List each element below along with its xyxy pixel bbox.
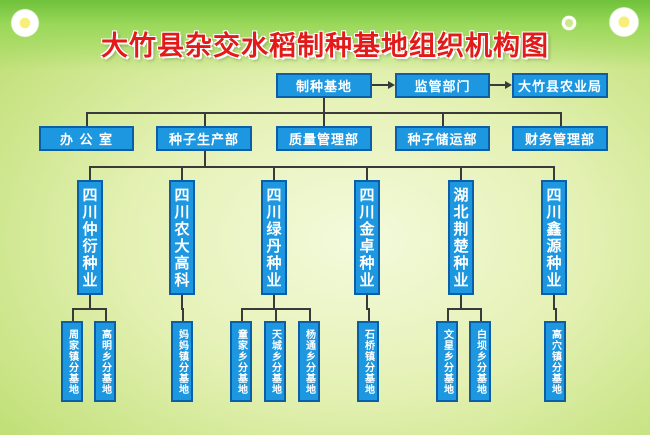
connector-dept-drop-0 bbox=[86, 112, 88, 126]
connector-company-2-down bbox=[273, 295, 275, 308]
chart-title: 大竹县杂交水稻制种基地组织机构图 bbox=[0, 24, 650, 63]
connector-company-drop-1 bbox=[181, 166, 183, 180]
base-tongjia: 童家乡分基地 bbox=[230, 321, 252, 402]
base-gaoming: 高明乡分基地 bbox=[94, 321, 116, 402]
base-yangtong: 杨通乡分基地 bbox=[298, 321, 320, 402]
connector-base-drop-2-0 bbox=[241, 308, 243, 321]
connector-company-drop-5 bbox=[553, 166, 555, 180]
connector-company-drop-4 bbox=[460, 166, 462, 180]
base-gaoxue: 高穴镇分基地 bbox=[544, 321, 566, 402]
connector-base-bus-0 bbox=[72, 308, 107, 310]
connector-company-bus bbox=[89, 166, 555, 168]
company-zhongyan: 四川仲衍种业 bbox=[77, 180, 103, 295]
dept-finance: 财务管理部 bbox=[512, 126, 608, 151]
connector-base-drop-0-1 bbox=[105, 308, 107, 321]
company-jingchu: 湖北荆楚种业 bbox=[448, 180, 474, 295]
connector-company-0-down bbox=[89, 295, 91, 308]
connector-base-drop-4-0 bbox=[447, 308, 449, 321]
company-nongda-gaoke: 四川农大高科 bbox=[169, 180, 195, 295]
connector-base-bus-4 bbox=[447, 308, 482, 310]
connector-base-drop-2-1 bbox=[275, 308, 277, 321]
base-mama: 妈妈镇分基地 bbox=[171, 321, 193, 402]
company-jinzhuo: 四川金卓种业 bbox=[354, 180, 380, 295]
top-box-supervision: 监管部门 bbox=[395, 73, 490, 98]
connector-supervision-bureau bbox=[490, 84, 506, 86]
connector-base-down bbox=[323, 98, 325, 113]
connector-base-drop-0-0 bbox=[72, 308, 74, 321]
connector-company-4-down bbox=[460, 295, 462, 308]
connector-company-drop-3 bbox=[366, 166, 368, 180]
connector-company-3-down bbox=[366, 295, 368, 308]
top-box-agriculture-bureau: 大竹县农业局 bbox=[512, 73, 608, 98]
connector-production-down bbox=[204, 151, 206, 167]
connector-base-drop-1-0 bbox=[182, 308, 184, 321]
arrow-to-bureau bbox=[505, 81, 512, 89]
top-box-base: 制种基地 bbox=[276, 73, 372, 98]
base-shiqiao: 石桥镇分基地 bbox=[357, 321, 379, 402]
connector-dept-drop-4 bbox=[560, 112, 562, 126]
connector-company-drop-0 bbox=[89, 166, 91, 180]
connector-company-5-down bbox=[553, 295, 555, 308]
dept-seed-production: 种子生产部 bbox=[156, 126, 252, 151]
dept-quality-management: 质量管理部 bbox=[276, 126, 372, 151]
company-xinyuan: 四川鑫源种业 bbox=[541, 180, 567, 295]
dept-storage-transport: 种子储运部 bbox=[395, 126, 490, 151]
connector-base-drop-4-1 bbox=[480, 308, 482, 321]
base-baiba: 白坝乡分基地 bbox=[469, 321, 491, 402]
connector-base-supervision bbox=[372, 84, 389, 86]
connector-base-drop-3-0 bbox=[368, 308, 370, 321]
connector-dept-drop-3 bbox=[442, 112, 444, 126]
connector-base-drop-2-2 bbox=[309, 308, 311, 321]
connector-company-1-down bbox=[181, 295, 183, 308]
arrow-to-supervision bbox=[388, 81, 395, 89]
company-lvdan: 四川绿丹种业 bbox=[261, 180, 287, 295]
base-wenxing: 文星乡分基地 bbox=[436, 321, 458, 402]
connector-base-drop-5-0 bbox=[555, 308, 557, 321]
connector-dept-drop-2 bbox=[323, 112, 325, 126]
base-tiancheng: 天城乡分基地 bbox=[264, 321, 286, 402]
dept-office: 办 公 室 bbox=[39, 126, 134, 151]
connector-company-drop-2 bbox=[273, 166, 275, 180]
base-zhoujia: 周家镇分基地 bbox=[61, 321, 83, 402]
connector-dept-drop-1 bbox=[204, 112, 206, 126]
